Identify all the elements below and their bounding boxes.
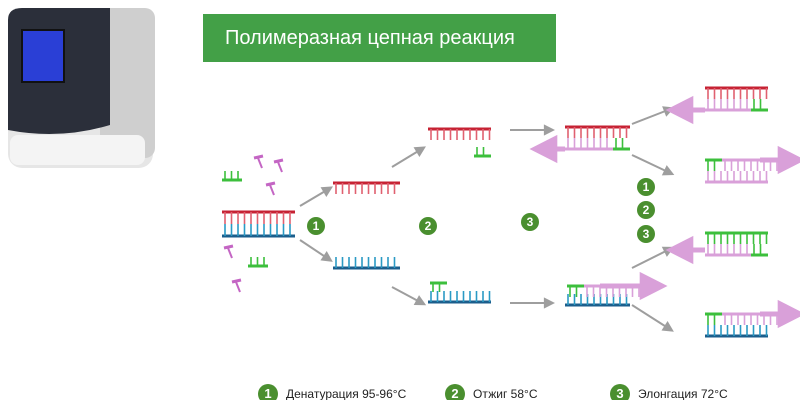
product-2-new bbox=[722, 158, 782, 162]
legend-number: 1 bbox=[258, 384, 278, 400]
template-strand bbox=[565, 303, 630, 307]
arrow-head bbox=[543, 124, 555, 136]
nucleotide bbox=[257, 157, 263, 169]
product-arrow-head bbox=[777, 145, 800, 175]
product-4-new bbox=[722, 312, 782, 316]
extension-arrow-head bbox=[529, 134, 558, 164]
single-strand-top bbox=[333, 181, 400, 185]
product-2-bottom bbox=[705, 180, 768, 184]
product-3-primer bbox=[751, 253, 768, 257]
step-marker-3: 3 bbox=[521, 213, 539, 231]
product-arrow-head bbox=[665, 235, 694, 265]
nucleotide bbox=[231, 278, 242, 284]
step-marker-1: 1 bbox=[307, 217, 325, 235]
nucleotide bbox=[269, 184, 275, 196]
legend-annealing: 2 Отжиг 58°C bbox=[445, 384, 537, 400]
product-arrow-head bbox=[665, 95, 694, 125]
legend-label: Отжиг 58°C bbox=[473, 387, 538, 400]
nucleotide bbox=[277, 161, 283, 173]
product-4-bottom bbox=[705, 334, 768, 338]
product-arrow-head bbox=[777, 299, 800, 329]
template-bottom-strand bbox=[222, 234, 295, 238]
legend-number: 3 bbox=[610, 384, 630, 400]
page-title: Полимеразная цепная реакция bbox=[203, 14, 556, 62]
primer bbox=[613, 147, 630, 151]
product-1-top bbox=[705, 86, 768, 90]
step-marker-2: 2 bbox=[419, 217, 437, 235]
annealed-primer bbox=[430, 281, 447, 285]
template-top-strand bbox=[222, 210, 295, 214]
nucleotide bbox=[273, 158, 284, 164]
arrow bbox=[391, 286, 421, 303]
legend-label: Денатурация 95-96°C bbox=[286, 387, 407, 400]
arrow bbox=[299, 189, 328, 207]
extending-strand bbox=[565, 147, 613, 151]
arrow bbox=[631, 109, 669, 125]
product-2-primer bbox=[705, 158, 722, 162]
legend-number: 2 bbox=[445, 384, 465, 400]
cycle-marker-2: 2 bbox=[637, 201, 655, 219]
arrow bbox=[299, 239, 328, 259]
product-3-top bbox=[705, 231, 768, 235]
arrow bbox=[631, 304, 669, 329]
legend-elongation: 3 Элонгация 72°C bbox=[610, 384, 728, 400]
arrow bbox=[391, 149, 421, 168]
arrow-head bbox=[661, 321, 674, 332]
product-1-primer bbox=[751, 108, 768, 112]
legend-denaturation: 1 Денатурация 95-96°C bbox=[258, 384, 406, 400]
arrow-head bbox=[320, 186, 334, 197]
primer bbox=[567, 284, 584, 288]
thermocycler-icon bbox=[8, 8, 155, 168]
annealed-primer bbox=[474, 154, 491, 158]
arrow-head bbox=[320, 251, 333, 262]
nucleotide bbox=[227, 247, 233, 259]
arrow-head bbox=[413, 295, 427, 306]
nucleotide bbox=[253, 154, 264, 160]
product-4-primer bbox=[705, 312, 722, 316]
arrow-head bbox=[413, 146, 426, 157]
template-strand bbox=[565, 125, 630, 129]
arrow-head bbox=[543, 297, 555, 309]
legend-label: Элонгация 72°C bbox=[638, 387, 728, 400]
extension-arrow-head bbox=[639, 271, 668, 301]
single-strand-top bbox=[428, 127, 491, 131]
single-strand-bottom bbox=[428, 300, 491, 304]
nucleotide bbox=[265, 181, 276, 187]
arrow-head bbox=[661, 165, 675, 176]
cycle-marker-1: 1 bbox=[637, 178, 655, 196]
nucleotide bbox=[223, 244, 234, 250]
nucleotide bbox=[235, 281, 241, 293]
arrow bbox=[631, 154, 669, 173]
arrow bbox=[631, 249, 669, 269]
cycle-marker-3: 3 bbox=[637, 225, 655, 243]
single-strand-bottom bbox=[333, 266, 400, 270]
